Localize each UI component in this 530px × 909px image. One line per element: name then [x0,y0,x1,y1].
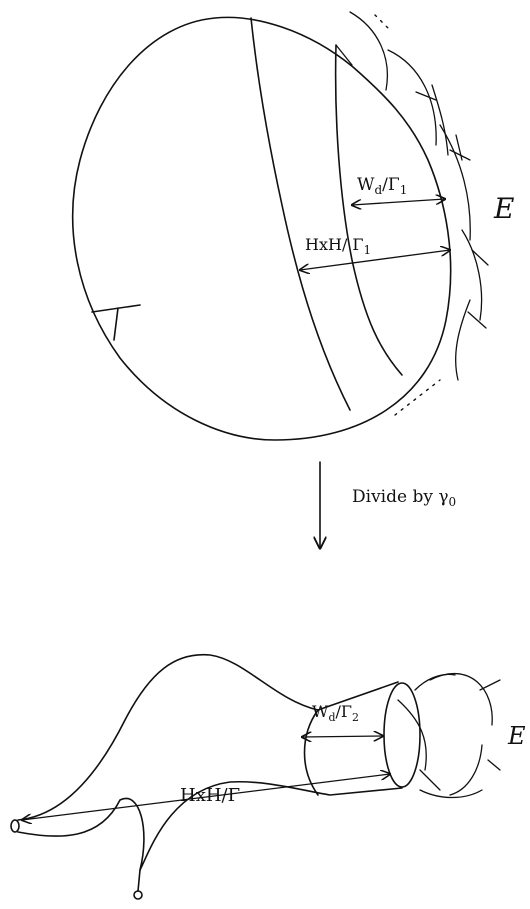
ellipsis-dots-bottom [394,379,441,416]
bottom-figure: Wd/Γ2 HxH/Γ E [10,653,526,900]
divide-arrow: Divide by γ0 [320,461,456,548]
boundary-label-bottom: E [507,722,526,750]
width-arrow-bottom [302,736,383,737]
height-arrow-bottom [22,774,390,820]
height-label-bottom: HxH/Γ [180,785,240,806]
boundary-label-top: E [493,192,514,225]
cut-curve-right [334,44,403,376]
divide-caption: Divide by γ0 [352,487,456,509]
collar-right-disk [383,682,421,788]
height-label-top: HxH/ Γ1 [305,235,371,257]
cut-curve-left [250,17,351,411]
ellipsis-dots-top [374,14,391,31]
horocycle-chain-top [349,11,489,416]
top-region-label: T [91,304,141,341]
width-arrow-top [352,199,445,205]
horocycle-chain-bottom [397,673,501,799]
top-figure: T Wd/Γ1 HxH/ Γ1 E [71,11,514,441]
fundamental-domain-outline [71,16,452,441]
width-label-top: Wd/Γ1 [357,175,407,197]
cusp-left [10,819,20,833]
cut-tick-top [335,44,353,66]
collar-left-edge [303,709,319,796]
width-label-bottom: Wd/Γ2 [312,702,359,724]
cusp-bottom [133,890,143,900]
height-arrow-top [300,250,450,270]
